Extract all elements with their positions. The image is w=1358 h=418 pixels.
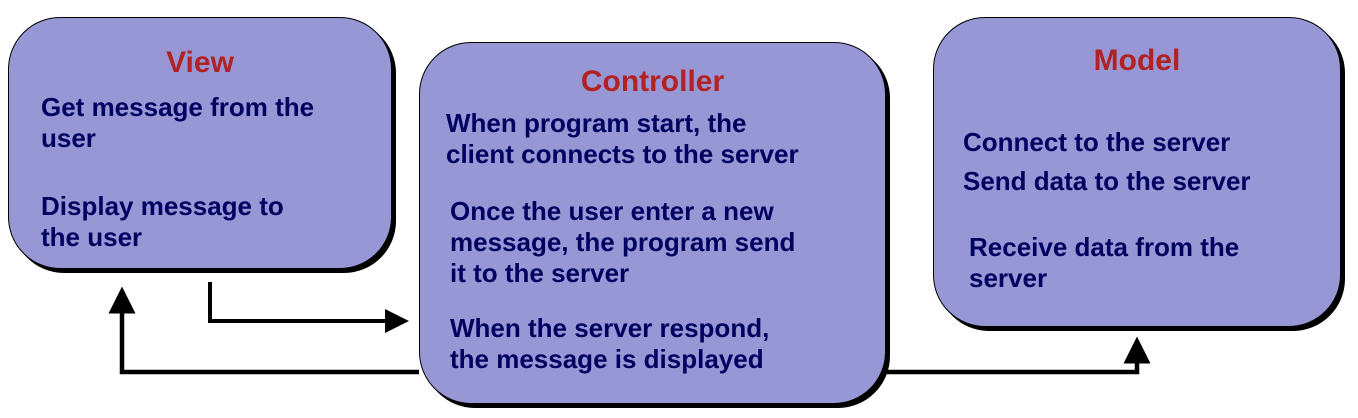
view-item-2-line-2: the user [41, 222, 143, 252]
model-title: Model [1093, 44, 1181, 77]
model-item-3: Receive data from the server [969, 232, 1239, 294]
model-item-2-line-1: Send data to the server [963, 166, 1251, 196]
model-item-3-line-1: Receive data from the [969, 232, 1240, 262]
model-item-2: Send data to the server [963, 166, 1251, 197]
controller-item-3: When the server respond, the message is … [450, 313, 769, 375]
view-to-controller-arrow [208, 282, 409, 333]
controller-item-2: Once the user enter a new message, the p… [450, 196, 795, 289]
controller-item-2-line-2: message, the program send [450, 227, 796, 257]
model-item-1-line-1: Connect to the server [963, 127, 1231, 157]
model-item-3-line-2: server [969, 263, 1048, 293]
view-item-2-line-1: Display message to [41, 191, 284, 221]
controller-item-2-line-1: Once the user enter a new [450, 196, 774, 226]
controller-title: Controller [580, 65, 725, 98]
controller-to-view-arrow [108, 286, 419, 375]
controller-item-1-line-1: When program start, the [446, 108, 747, 138]
model-box: Model Connect to the server Send data to… [933, 17, 1341, 327]
view-item-1-line-2: user [41, 123, 96, 153]
view-item-1-line-1: Get message from the [41, 92, 315, 122]
view-item-2: Display message to the user [41, 191, 284, 253]
view-title: View [166, 46, 234, 79]
view-item-1: Get message from the user [41, 92, 314, 154]
controller-item-2-line-3: it to the server [450, 258, 630, 288]
controller-item-3-line-1: When the server respond, [450, 313, 770, 343]
view-box: View Get message from the user Display m… [8, 17, 392, 269]
controller-item-1: When program start, the client connects … [446, 108, 799, 170]
controller-item-1-line-2: client connects to the server [446, 139, 799, 169]
model-item-1: Connect to the server [963, 127, 1230, 158]
controller-to-model-arrow [886, 336, 1151, 375]
controller-box: Controller When program start, the clien… [419, 42, 886, 404]
controller-item-3-line-2: the message is displayed [450, 344, 764, 374]
